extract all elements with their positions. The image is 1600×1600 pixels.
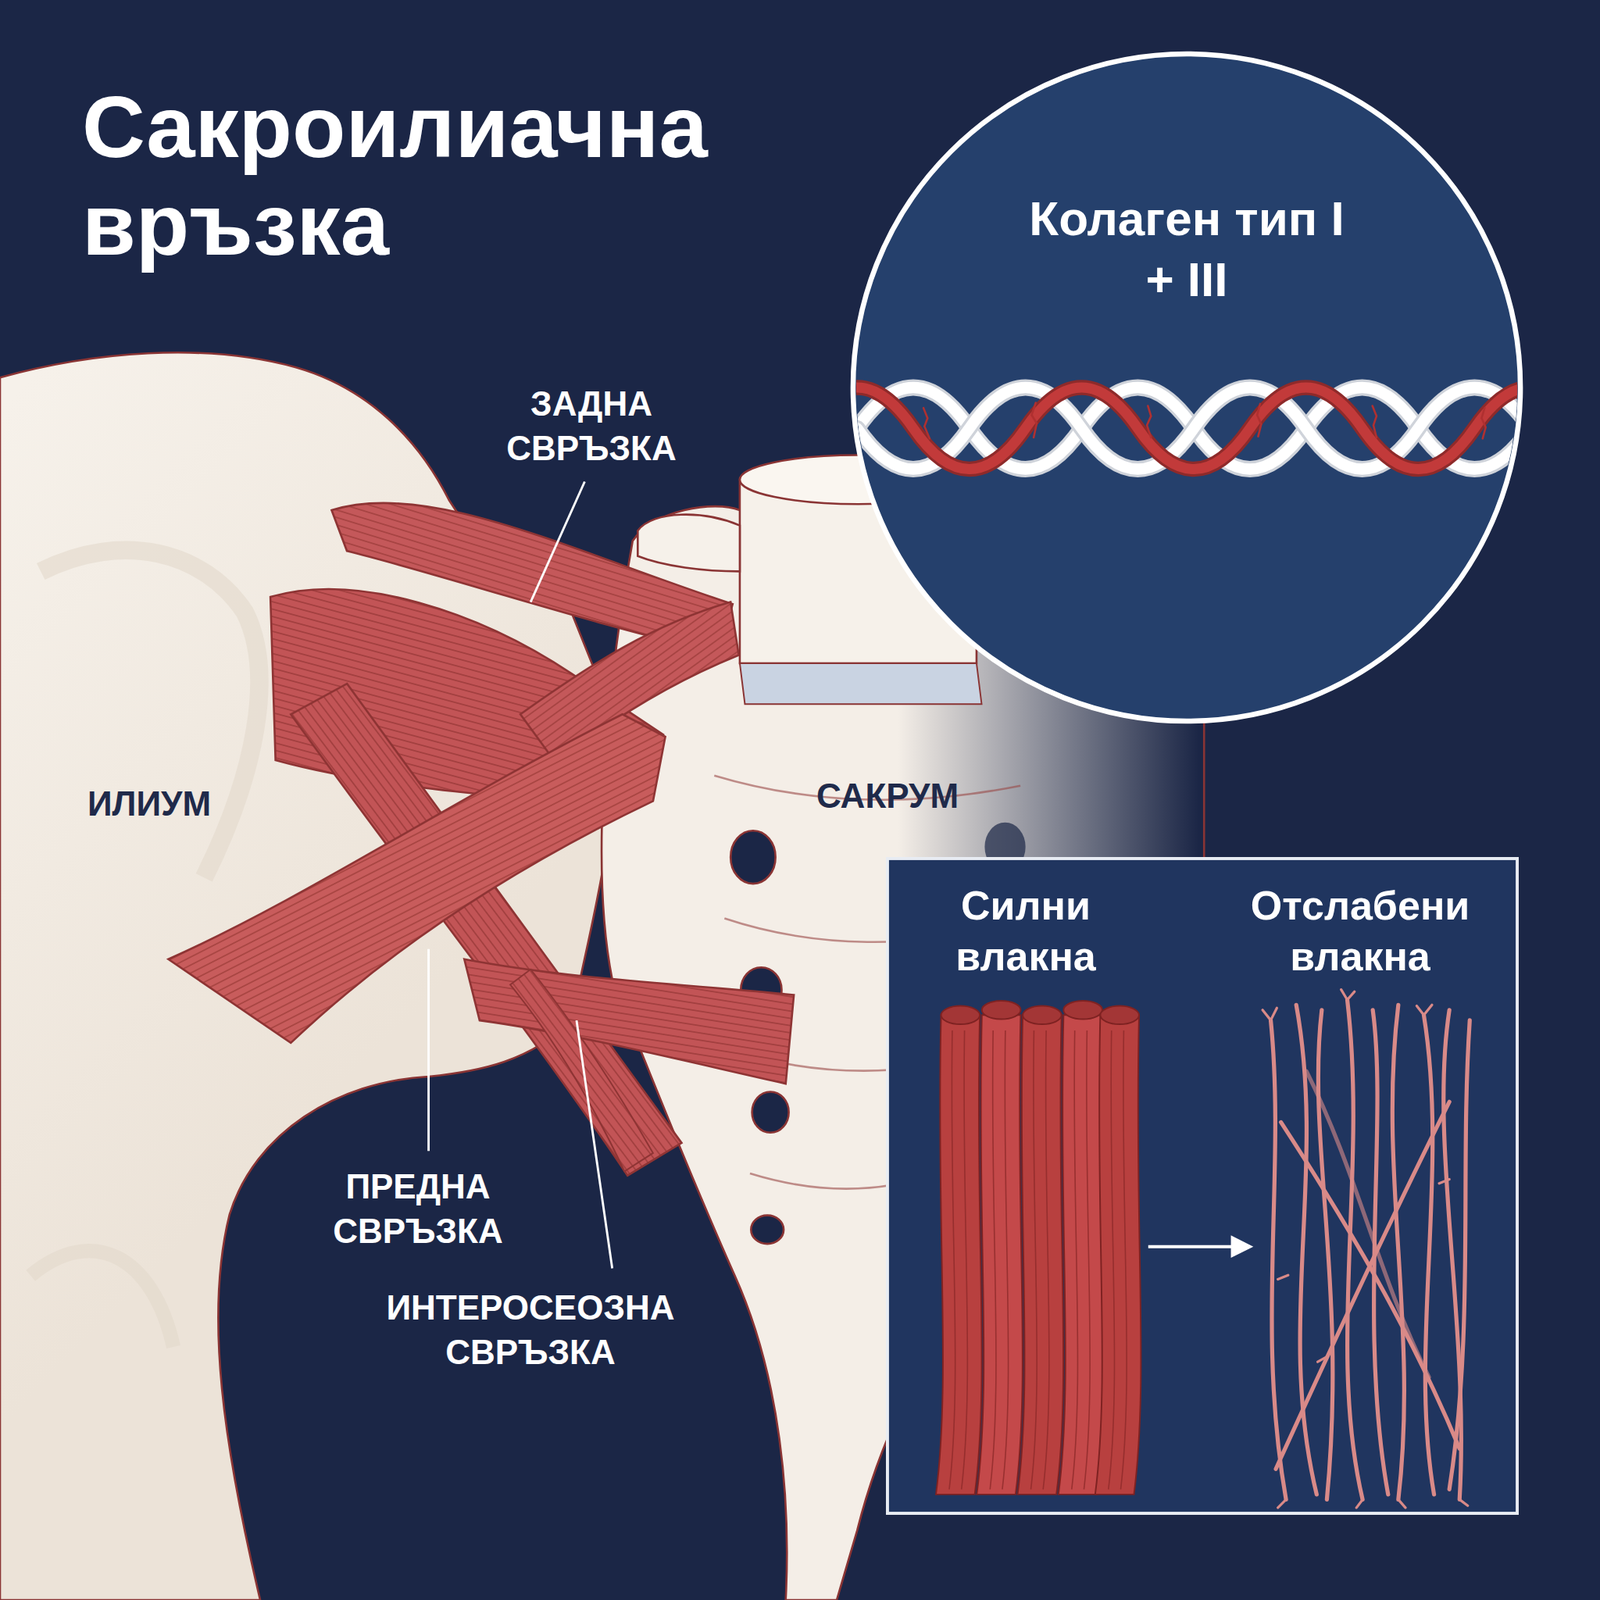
bone-label: ИЛИУМ: [32, 781, 267, 826]
fiber-heading: Силни влакна: [908, 880, 1143, 983]
fiber-heading: Отслабени влакна: [1227, 880, 1493, 983]
ligament-label: ИНТЕРОСЕОЗНА СВРЪЗКА: [358, 1285, 703, 1375]
circle-heading: Колаген тип I + III: [1022, 188, 1351, 310]
fiber-comparison-box: Силни влакна Отслабени влакна: [885, 857, 1519, 1515]
collagen-circle: Колаген тип I + III: [850, 50, 1524, 725]
ligament-label: ЗАДНА СВРЪЗКА: [466, 381, 717, 471]
ligament-label: ПРЕДНА СВРЪЗКА: [292, 1164, 543, 1254]
bone-label: САКРУМ: [770, 773, 1005, 818]
diagram-title: Сакроилиачна връзка: [82, 78, 864, 275]
collagen-circle: [850, 50, 1524, 725]
